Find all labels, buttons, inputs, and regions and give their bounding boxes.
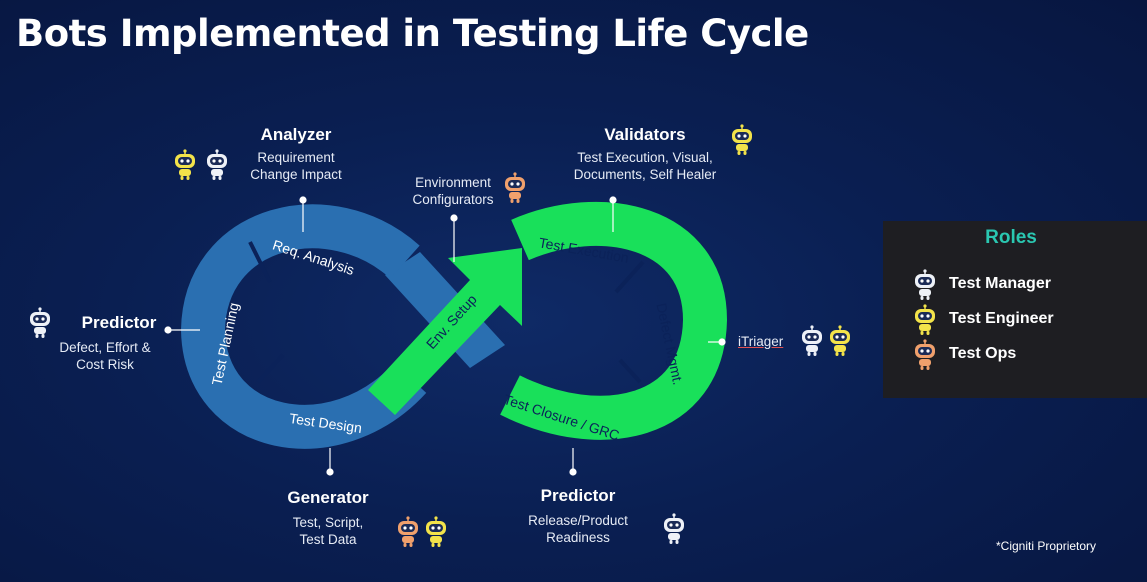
proprietary-footer: *Cigniti Proprietory <box>996 539 1097 553</box>
robot-yellow-icon <box>732 124 752 155</box>
loop-right-ring <box>500 201 728 440</box>
predictor-right-title: Predictor <box>540 486 616 505</box>
role-label: Test Ops <box>949 345 1017 362</box>
robot-orange-icon <box>915 339 935 370</box>
robot-yellow-icon <box>830 325 850 356</box>
robot-yellow-icon <box>175 149 195 180</box>
robot-white-icon <box>664 513 684 544</box>
role-test-ops: Test Ops <box>913 338 1016 370</box>
roles-title: Roles <box>985 227 1037 248</box>
role-label: Test Engineer <box>949 310 1054 327</box>
predictor-left-title: Predictor <box>81 313 157 332</box>
analyzer-title: Analyzer <box>260 125 332 144</box>
generator-desc: Test, Script,Test Data <box>292 515 364 547</box>
robot-white-icon <box>915 269 935 300</box>
robot-orange-icon <box>398 516 418 547</box>
itriager-label: iTriager <box>738 334 784 349</box>
role-test-engineer: Test Engineer <box>913 303 1054 335</box>
generator-title: Generator <box>287 488 369 507</box>
page-title: Bots Implemented in Testing Life Cycle <box>16 12 809 55</box>
predictor-left-desc: Defect, Effort &Cost Risk <box>59 340 151 372</box>
validators-block: Validators Test Execution, Visual,Docume… <box>550 125 740 183</box>
validators-title: Validators <box>604 125 686 144</box>
loop-left-ring <box>180 204 427 449</box>
robot-white-icon <box>802 325 822 356</box>
robot-white-icon <box>207 149 227 180</box>
roles-legend: Roles Test Manager Test Engineer Test Op… <box>883 221 1147 398</box>
robot-yellow-icon <box>426 516 446 547</box>
robot-orange-icon <box>505 172 525 203</box>
robot-yellow-icon <box>915 304 935 335</box>
role-test-manager: Test Manager <box>913 268 1051 300</box>
predictor-left-block: Predictor Defect, Effort &Cost Risk <box>40 313 170 373</box>
generator-block: Generator Test, Script,Test Data <box>258 488 398 548</box>
validators-desc: Test Execution, Visual,Documents, Self H… <box>573 150 717 182</box>
loop-crossing-green <box>368 248 522 415</box>
role-label: Test Manager <box>949 275 1051 292</box>
